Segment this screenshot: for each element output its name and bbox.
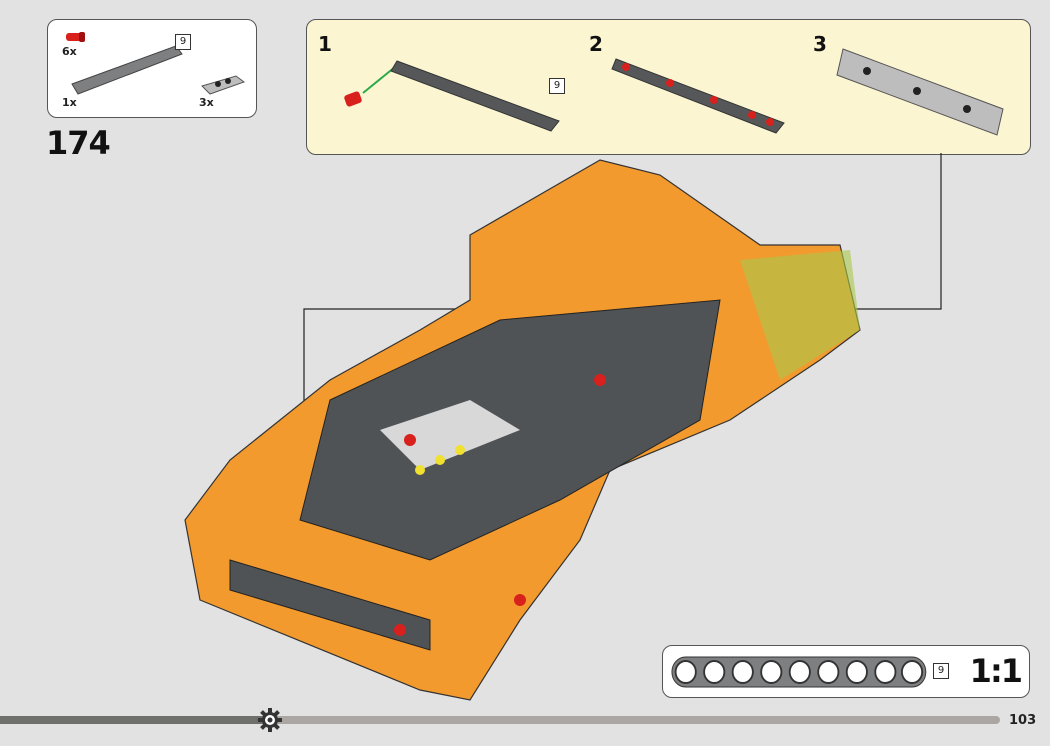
page-number: 103 bbox=[1009, 713, 1037, 728]
part-quantity: 6x bbox=[62, 45, 77, 58]
part-quantity: 1x bbox=[62, 96, 77, 109]
progress-bar bbox=[0, 716, 1000, 724]
gray-beam-icon bbox=[71, 45, 183, 95]
progress-fill bbox=[0, 716, 270, 724]
gray-plate-icon bbox=[201, 75, 246, 95]
red-axle-pin-icon bbox=[66, 32, 85, 42]
beam-length-label: 9 bbox=[175, 34, 191, 50]
substep-2-illustration bbox=[611, 58, 785, 134]
beam-1to1-icon bbox=[671, 656, 927, 688]
substep-1-illustration bbox=[344, 60, 560, 132]
step-number: 174 bbox=[46, 124, 111, 162]
substep-number: 2 bbox=[589, 32, 603, 56]
beam-length-label: 9 bbox=[549, 78, 565, 94]
substep-number: 1 bbox=[318, 32, 332, 56]
substeps-callout: 1 9 2 3 bbox=[306, 19, 1031, 155]
part-quantity: 3x bbox=[199, 96, 214, 109]
beam-length-label: 9 bbox=[933, 663, 949, 679]
gear-icon bbox=[258, 708, 282, 732]
substep-number: 3 bbox=[813, 32, 827, 56]
scale-ratio: 1:1 bbox=[969, 652, 1023, 690]
scale-reference: 9 1:1 bbox=[662, 645, 1030, 698]
substep-3-illustration bbox=[836, 48, 1004, 136]
parts-list: 6x 9 1x 3x bbox=[47, 19, 257, 118]
